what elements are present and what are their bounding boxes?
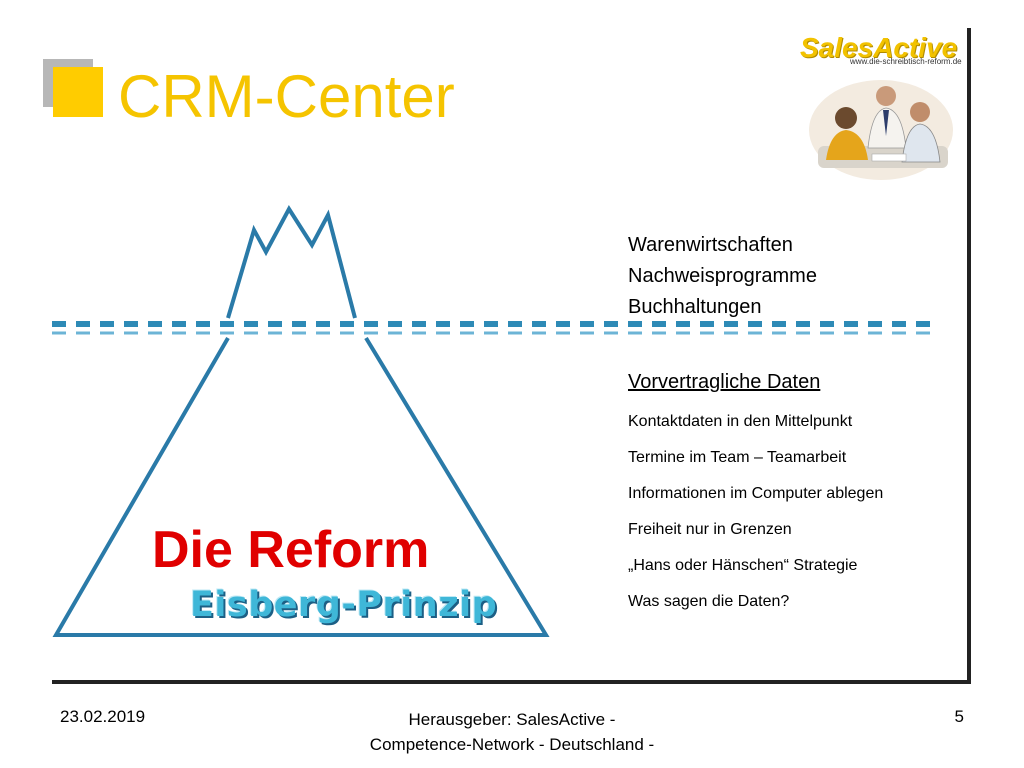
team-photo — [809, 80, 953, 180]
iceberg-headline: Die Reform — [152, 521, 430, 579]
list-item: Freiheit nur in Grenzen — [628, 521, 792, 538]
footer-date: 23.02.2019 — [60, 707, 146, 726]
list-item: „Hans oder Hänschen“ Strategie — [628, 557, 858, 574]
frame-border-right — [967, 28, 971, 683]
footer-publisher: Herausgeber: SalesActive - Competence-Ne… — [312, 707, 712, 757]
below-water-list: Kontaktdaten in den Mittelpunkt Termine … — [628, 404, 883, 620]
above-water-list: Warenwirtschaften Nachweisprogramme Buch… — [628, 230, 817, 323]
list-item: Kontaktdaten in den Mittelpunkt — [628, 413, 853, 430]
list-item: Nachweisprogramme — [628, 265, 817, 287]
frame-border-bottom — [52, 680, 971, 684]
eisberg-prinzip-logo: Eisberg-Prinzip — [190, 585, 498, 625]
iceberg-outline — [52, 205, 550, 637]
publisher-line: Herausgeber: SalesActive - — [408, 710, 616, 729]
page-number: 5 — [954, 707, 964, 726]
list-item: Termine im Team – Teamarbeit — [628, 449, 847, 466]
title-decoration-yellow-square — [53, 67, 103, 117]
list-item: Warenwirtschaften — [628, 234, 793, 256]
publisher-line: Competence-Network - Deutschland - — [369, 735, 655, 754]
slide-title: CRM-Center — [118, 63, 455, 130]
salesactive-logo: SalesActive — [800, 32, 958, 63]
list-item: Informationen im Computer ablegen — [628, 485, 884, 502]
logo-url: www.die-schreibtisch-reform.de — [850, 57, 962, 66]
list-item: Was sagen die Daten? — [628, 593, 790, 610]
list-item: Buchhaltungen — [628, 296, 762, 318]
below-water-heading: Vorvertragliche Daten — [628, 371, 821, 393]
